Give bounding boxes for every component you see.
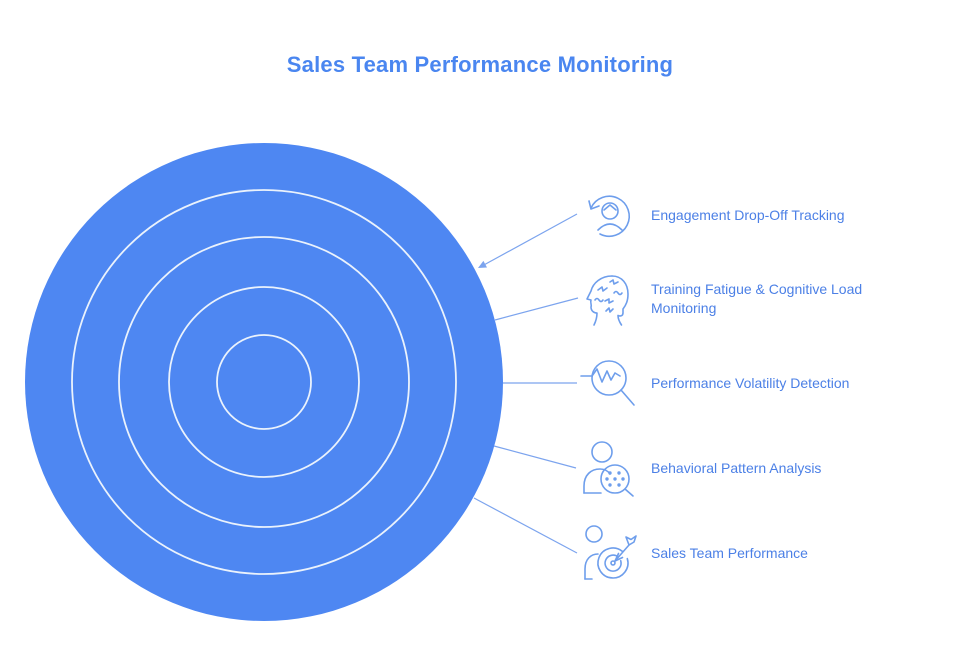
legend-item-sales-team-performance: Sales Team Performance xyxy=(577,523,891,583)
ring-4 xyxy=(168,286,360,478)
item-label: Sales Team Performance xyxy=(651,544,808,561)
connector-lines xyxy=(473,213,579,554)
outer-circle xyxy=(25,143,503,621)
connector-arrowhead xyxy=(478,260,487,268)
ring-3 xyxy=(118,236,410,528)
connector-line-2 xyxy=(494,297,579,321)
legend-item-performance-volatility: Performance Volatility Detection xyxy=(577,353,891,413)
connector-line-1 xyxy=(481,213,578,267)
connector-line-5 xyxy=(473,497,578,554)
person-target-arrow-icon xyxy=(584,525,637,580)
person-pattern-magnifier-icon xyxy=(583,441,634,497)
legend-item-training-fatigue: Training Fatigue & Cognitive Load Monito… xyxy=(577,269,891,329)
ring-2 xyxy=(71,189,457,575)
item-label: Performance Volatility Detection xyxy=(651,374,850,391)
legend-item-engagement-drop-off: Engagement Drop-Off Tracking xyxy=(577,185,891,245)
item-label: Training Fatigue & Cognitive Load Monito… xyxy=(651,281,863,316)
legend-item-behavioral-pattern: Behavioral Pattern Analysis xyxy=(577,438,891,498)
ring-5 xyxy=(216,334,312,430)
connector-line-4 xyxy=(493,445,577,469)
magnifier-wave-icon xyxy=(580,360,635,406)
item-label: Engagement Drop-Off Tracking xyxy=(651,206,845,223)
page-title: Sales Team Performance Monitoring xyxy=(286,52,674,77)
head-cognitive-load-icon xyxy=(586,275,629,326)
user-circular-arrow-icon xyxy=(588,195,631,238)
item-label: Behavioral Pattern Analysis xyxy=(651,459,822,476)
